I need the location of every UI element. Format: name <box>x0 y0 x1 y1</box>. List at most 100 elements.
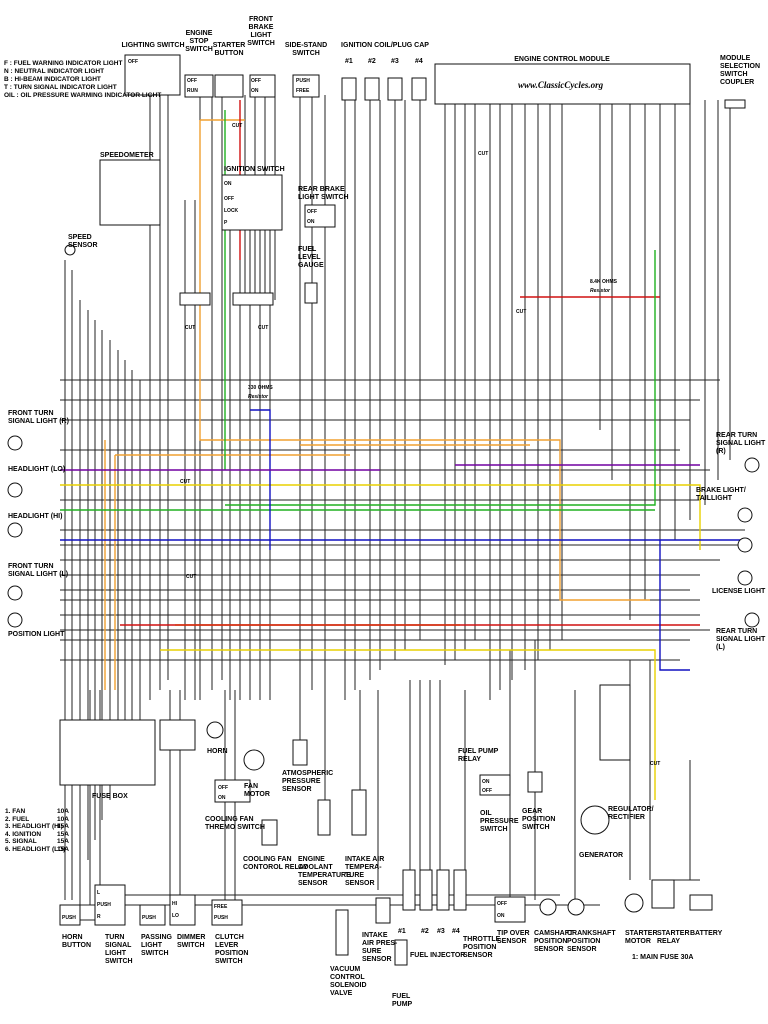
horn-symbol <box>206 721 224 739</box>
sw-on-rear: ON <box>307 219 315 225</box>
black-wires <box>60 95 745 921</box>
legend-item: B : HI-BEAM INDICATOR LIGHT <box>4 76 101 83</box>
label-starter-relay: STARTER RELAY <box>657 930 690 945</box>
fuse-connector <box>159 719 196 751</box>
sw-push-pass: PUSH <box>142 915 156 921</box>
rear-brake-switch-box <box>304 204 336 228</box>
sw-off-thermo: OFF <box>218 785 228 791</box>
label-clutch-switch: CLUTCH LEVER POSITION SWITCH <box>215 934 249 965</box>
ohm-label-1: 330 ohms <box>248 385 273 391</box>
label-inj-4: #4 <box>452 928 460 935</box>
label-headlight-lo: HEADLIGHT (LO) <box>8 466 66 473</box>
sw-on-ign: ON <box>224 181 232 187</box>
starter-motor-symbol <box>624 893 644 913</box>
headlight-lo-lamp <box>7 482 23 498</box>
label-rear-turn-l: REAR TURN SIGNAL LIGHT (L) <box>716 628 766 651</box>
label-speedometer: SPEEDOMETER <box>100 152 154 159</box>
label-ignition-coil: IGNITION COIL/PLUG CAP <box>341 42 429 49</box>
sw-r-turn: R <box>97 914 101 920</box>
sw-push-clutch: PUSH <box>214 915 228 921</box>
cut-mark: CUT <box>650 761 661 767</box>
sw-off-rear: OFF <box>307 209 317 215</box>
label-ect-sensor: ENGINE COOLANT TEMPERATURE SENSOR <box>298 856 351 887</box>
fuse-row: 3. HEADLIGHT (HI)15A <box>5 823 69 831</box>
purple-wire <box>60 464 700 471</box>
label-coil-3: #3 <box>391 58 399 65</box>
label-vacuum-valve: VACUUM CONTROL SOLENOID VALVE <box>330 966 367 997</box>
label-fuel-injector: FUEL INJECTOR <box>410 952 466 959</box>
label-fuel-pump: FUEL PUMP <box>392 993 413 1008</box>
cut-mark: CUT <box>180 479 191 485</box>
label-cooling-fan-relay: COOLING FAN CONTOROL RELAY <box>243 856 308 871</box>
label-gear-position: GEAR POSITION SWITCH <box>522 808 556 831</box>
label-engine-stop-switch: ENGINE STOP SWITCH <box>185 30 213 53</box>
label-crankshaft: CRANKSHAFT POSITION SENSOR <box>567 930 616 953</box>
label-coil-1: #1 <box>345 58 353 65</box>
atmospheric-box <box>292 739 308 766</box>
label-atmospheric: ATMOSPHERIC PRESSURE SENSOR <box>282 770 334 793</box>
legend-item: T : TURN SIGNAL INDICATOR LIGHT <box>4 84 117 91</box>
lighting-switch-box <box>124 54 181 96</box>
fuel-pump-box <box>394 939 408 966</box>
engine-stop-switch-box <box>184 74 214 98</box>
passing-switch-box <box>139 904 166 926</box>
cut-mark: CUT <box>258 325 269 331</box>
front-turn-r-lamp <box>7 435 23 451</box>
label-position-light: POSITION LIGHT <box>8 631 65 638</box>
sw-free-clutch: FREE <box>214 904 228 910</box>
fan-motor-symbol <box>243 749 265 771</box>
label-ignition-switch: IGNITION SWITCH <box>224 166 285 173</box>
legend: F : FUEL WARNING INDICATOR LIGHT N : NEU… <box>4 60 161 100</box>
ohm-label-2: 8.4k ohms <box>590 279 617 285</box>
side-stand-switch-box <box>292 74 320 98</box>
sw-p: P <box>224 220 228 226</box>
label-dimmer-switch: DIMMER SWITCH <box>177 934 206 949</box>
lamp-and-sensor-symbols <box>7 244 760 916</box>
sw-on-thermo: ON <box>218 795 226 801</box>
coupler-left <box>179 292 211 306</box>
license-lamp <box>737 570 753 586</box>
label-inj-1: #1 <box>398 928 406 935</box>
injector-2 <box>419 869 433 911</box>
fuel-level-gauge-box <box>304 282 318 304</box>
injector-3 <box>436 869 450 911</box>
label-rear-turn-r: REAR TURN SIGNAL LIGHT (R) <box>716 432 766 455</box>
turn-signal-switch-box <box>94 884 126 926</box>
thermo-switch-box <box>214 779 251 803</box>
generator-symbol <box>580 805 610 835</box>
vacuum-valve-box <box>335 909 349 956</box>
tip-over-box <box>494 896 526 923</box>
cut-mark: CUT <box>516 309 527 315</box>
label-fuel-pump-relay: FUEL PUMP RELAY <box>458 748 499 763</box>
ect-box <box>317 799 331 836</box>
label-turn-signal-switch: TURN SIGNAL LIGHT SWITCH <box>105 934 133 965</box>
battery-box <box>689 894 713 911</box>
sw-run: RUN <box>187 88 198 94</box>
sw-off-tip: OFF <box>497 901 507 907</box>
injector-4 <box>453 869 467 911</box>
color-wires <box>60 100 745 800</box>
cooling-fan-relay-box <box>261 819 278 846</box>
label-speed-sensor: SPEED SENSOR <box>68 234 98 249</box>
label-inj-3: #3 <box>437 928 445 935</box>
sw-off-oil: OFF <box>482 788 492 794</box>
sw-off-ign: OFF <box>224 196 234 202</box>
speed-sensor-symbol <box>64 244 76 256</box>
ecm-box <box>434 63 691 105</box>
fuel-pump-relay-box <box>479 774 511 796</box>
label-license-light: LICENSE LIGHT <box>712 588 766 595</box>
ignition-switch-box <box>221 174 283 231</box>
sw-l-turn: L <box>97 890 101 896</box>
label-oil-pressure-switch: OIL PRESSURE SWITCH <box>480 810 519 833</box>
fuse-row: 6. HEADLIGHT (LO)15A <box>5 845 69 853</box>
label-starter-motor: STARTER MOTOR <box>625 930 658 945</box>
sw-off-brake: OFF <box>251 78 261 84</box>
brake-lamp-2 <box>737 537 753 553</box>
label-coil-2: #2 <box>368 58 376 65</box>
sw-lock: LOCK <box>224 208 239 214</box>
clutch-switch-box <box>211 899 243 926</box>
sw-push: PUSH <box>296 78 310 84</box>
